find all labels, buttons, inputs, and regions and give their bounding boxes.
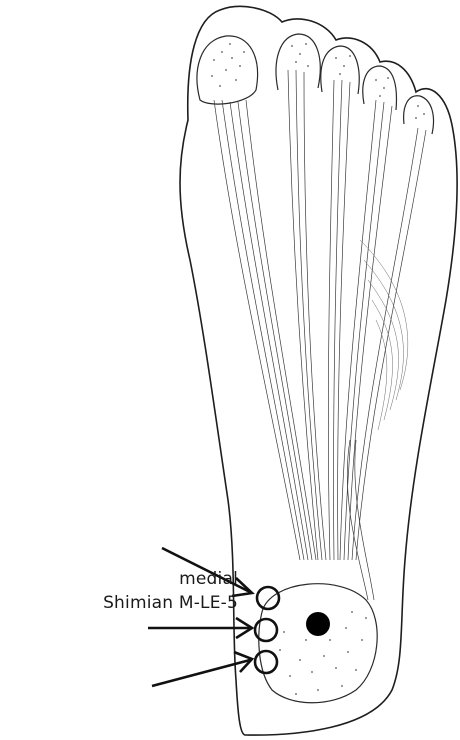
- medial-label: medial: [179, 569, 238, 589]
- filled-point: [306, 612, 330, 636]
- point-name-label: Shimian M-LE-5: [103, 593, 238, 613]
